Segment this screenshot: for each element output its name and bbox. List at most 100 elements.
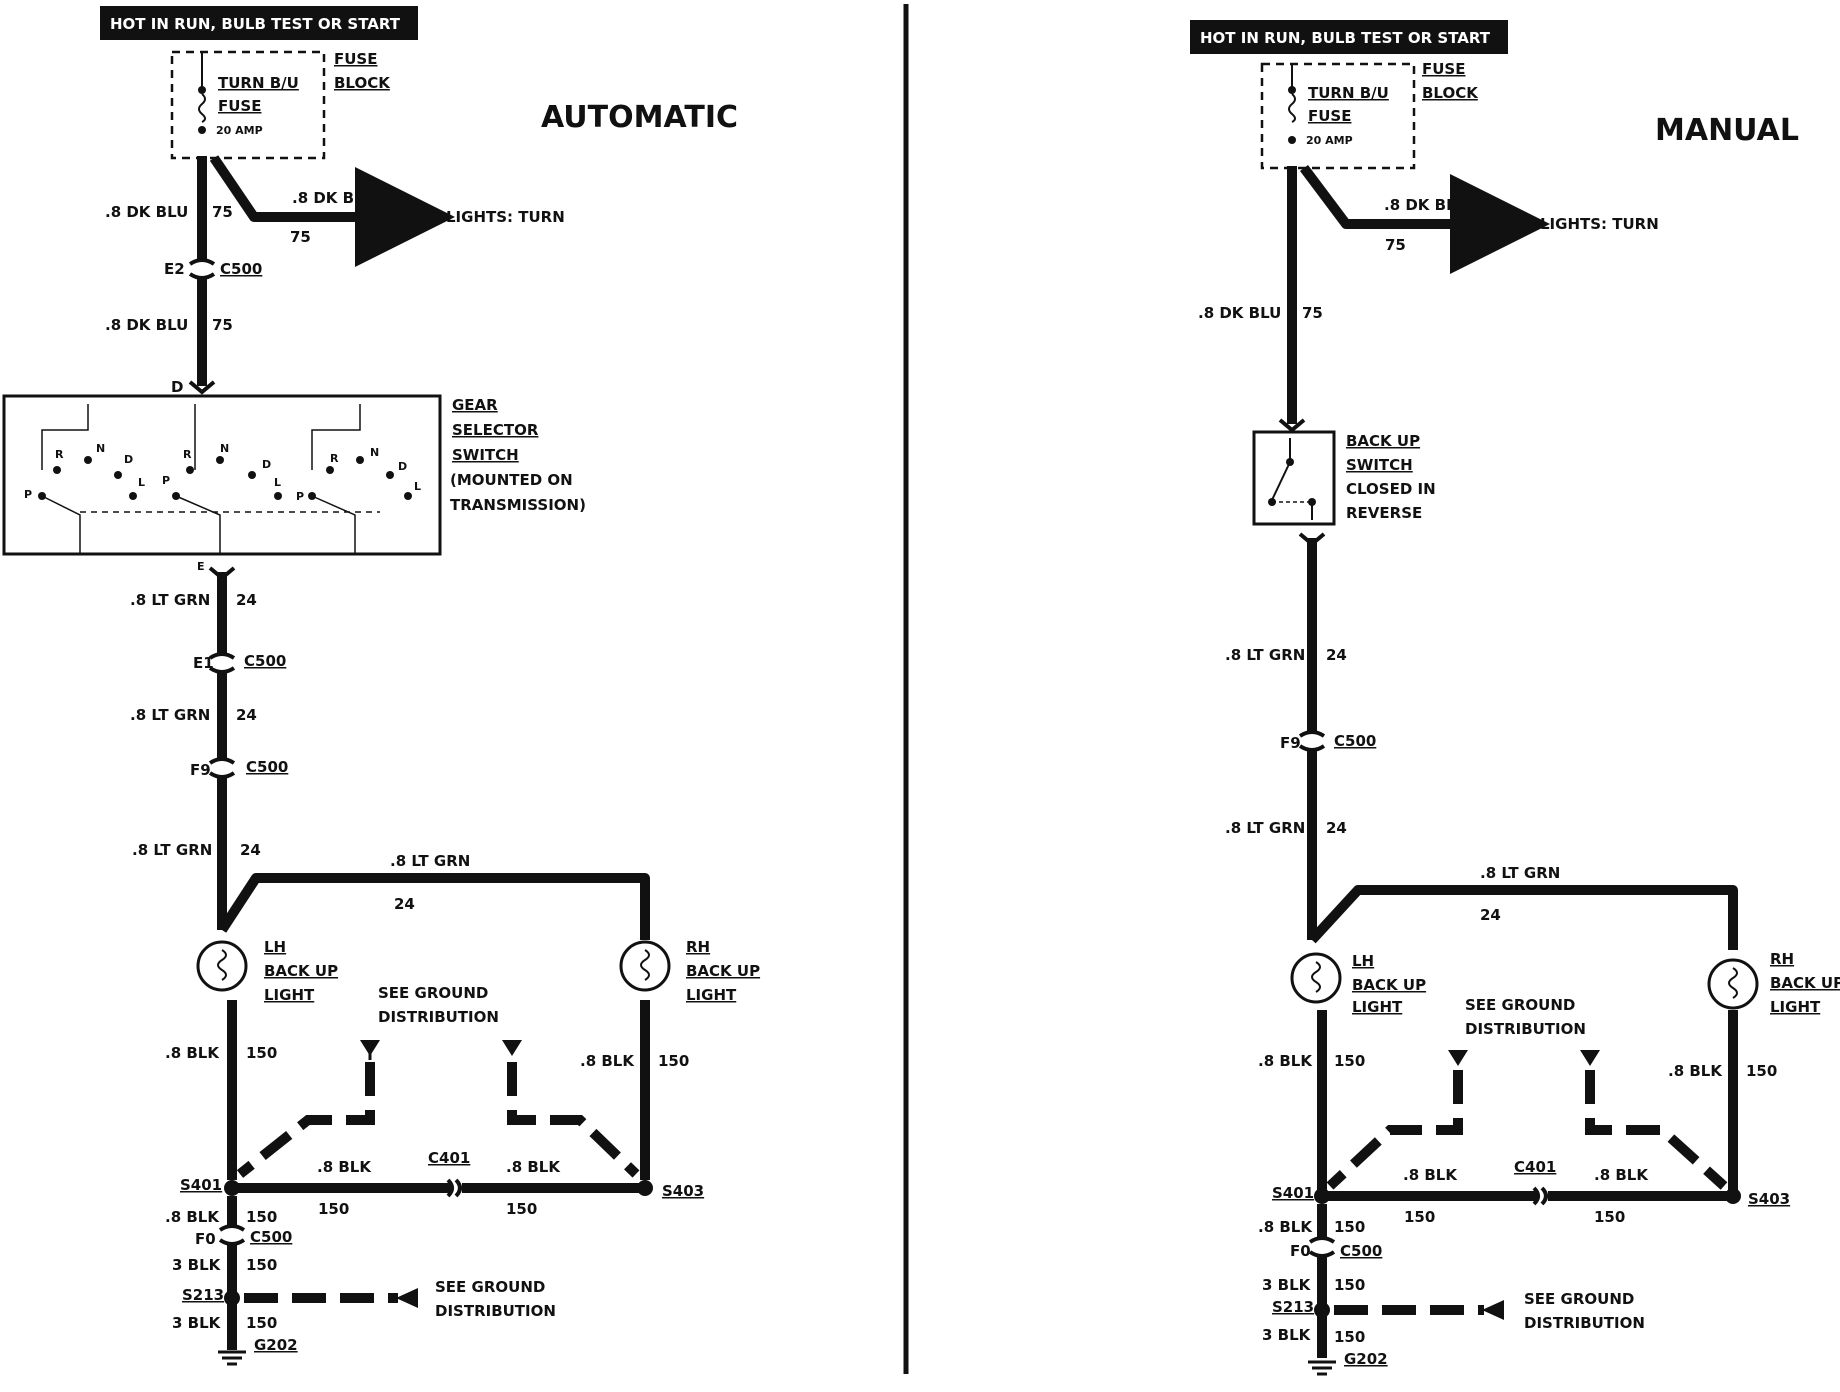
circuit-number: 150 xyxy=(1594,1208,1625,1226)
power-label: HOT IN RUN, BULB TEST OR START xyxy=(1200,29,1491,47)
lh-light-label: LIGHT xyxy=(1352,998,1403,1016)
wire-label: .8 BLK xyxy=(165,1208,220,1226)
pin-label: F0 xyxy=(195,1230,216,1248)
circuit-number: 150 xyxy=(506,1200,537,1218)
gear-pos-label: N xyxy=(370,446,379,459)
rh-backup-light-bulb-icon xyxy=(1707,958,1759,1010)
lights-turn-label: LIGHTS: TURN xyxy=(446,208,565,226)
rh-light-label: LIGHT xyxy=(1770,998,1821,1016)
rh-light-label: BACK UP xyxy=(1770,974,1840,992)
fuse-block-label-2: BLOCK xyxy=(1422,84,1479,102)
lh-light-label: LIGHT xyxy=(264,986,315,1004)
connector-label: C500 xyxy=(1340,1242,1382,1260)
wire-label: .8 DK BLU xyxy=(292,189,375,207)
circuit-number: 150 xyxy=(1334,1328,1365,1346)
gear-switch-label: (MOUNTED ON xyxy=(450,471,573,489)
circuit-number: 150 xyxy=(318,1200,349,1218)
wire-label: .8 LT GRN xyxy=(1225,646,1305,664)
gear-switch-label: SWITCH xyxy=(452,446,519,464)
gear-pos-label: R xyxy=(183,448,192,461)
splice-label: S401 xyxy=(1272,1184,1314,1202)
fuse-block-label: FUSE xyxy=(1422,60,1465,78)
wire-label: .8 DK BLU xyxy=(1384,196,1467,214)
connector-label: C500 xyxy=(244,652,286,670)
fuse-block-label: FUSE xyxy=(334,50,377,68)
fuse-block xyxy=(170,50,326,160)
fuse-rating: 20 AMP xyxy=(216,124,263,137)
ground-icon xyxy=(218,1350,246,1366)
gear-pos-label: P xyxy=(296,490,304,503)
rh-light-label: RH xyxy=(1770,950,1794,968)
splice-label: S213 xyxy=(182,1286,224,1304)
connector-label: C500 xyxy=(250,1228,292,1246)
connector-label: C401 xyxy=(428,1149,470,1167)
see-ground-label: DISTRIBUTION xyxy=(435,1302,556,1320)
pin-label: F0 xyxy=(1290,1242,1311,1260)
wire-label: .8 DK BLU xyxy=(105,203,188,221)
circuit-number: 150 xyxy=(1404,1208,1435,1226)
wire-label: .8 BLK xyxy=(1594,1166,1649,1184)
circuit-number: 150 xyxy=(246,1044,277,1062)
fuse-name-2: FUSE xyxy=(1308,107,1351,125)
circuit-number: 150 xyxy=(246,1256,277,1274)
diagram-title: MANUAL xyxy=(1655,113,1799,148)
power-banner xyxy=(100,6,418,40)
circuit-number: 75 xyxy=(290,228,311,246)
backup-switch-label: CLOSED IN xyxy=(1346,480,1436,498)
diagram-title: AUTOMATIC xyxy=(541,100,738,135)
see-ground-label: DISTRIBUTION xyxy=(378,1008,499,1026)
backup-switch-label: BACK UP xyxy=(1346,432,1420,450)
circuit-number: 75 xyxy=(1385,236,1406,254)
lh-light-label: LH xyxy=(264,938,286,956)
splice-label: S403 xyxy=(662,1182,704,1200)
circuit-number: 150 xyxy=(1334,1276,1365,1294)
fuse-block xyxy=(1260,62,1416,170)
gear-switch-label: SELECTOR xyxy=(452,421,539,439)
wire-label: 3 BLK xyxy=(172,1314,222,1332)
wire-label: .8 BLK xyxy=(1258,1052,1313,1070)
power-label: HOT IN RUN, BULB TEST OR START xyxy=(110,15,401,33)
wire-label: .8 LT GRN xyxy=(130,706,210,724)
power-banner xyxy=(1190,20,1508,54)
switch-contacts xyxy=(41,404,380,554)
gear-pos-label: N xyxy=(96,442,105,455)
fuse-block-label-2: BLOCK xyxy=(334,74,391,92)
circuit-number: 24 xyxy=(1480,906,1501,924)
wire-label: .8 LT GRN xyxy=(132,841,212,859)
gear-pos-label: P xyxy=(162,474,170,487)
circuit-number: 24 xyxy=(236,706,257,724)
circuit-number: 150 xyxy=(658,1052,689,1070)
automatic-diagram: HOT IN RUN, BULB TEST OR START AUTOMATIC… xyxy=(2,6,760,1366)
wire-label: .8 BLK xyxy=(1403,1166,1458,1184)
pin-label: F9 xyxy=(190,761,211,779)
backup-switch-label: SWITCH xyxy=(1346,456,1413,474)
circuit-number: 150 xyxy=(246,1208,277,1226)
lh-backup-light-bulb-icon xyxy=(196,940,248,992)
rh-light-label: BACK UP xyxy=(686,962,760,980)
splice-label: S401 xyxy=(180,1176,222,1194)
switch-terminals xyxy=(38,456,412,500)
backup-switch-label: REVERSE xyxy=(1346,504,1422,522)
pin-label: D xyxy=(171,378,183,396)
circuit-number: 150 xyxy=(246,1314,277,1332)
circuit-number: 75 xyxy=(212,203,233,221)
wire-label: .8 BLK xyxy=(165,1044,220,1062)
gear-pos-label: R xyxy=(330,452,339,465)
gear-switch-label: GEAR xyxy=(452,396,498,414)
wire-label: .8 BLK xyxy=(506,1158,561,1176)
see-ground-label: DISTRIBUTION xyxy=(1465,1020,1586,1038)
gear-pos-label: P xyxy=(24,488,32,501)
rh-light-label: LIGHT xyxy=(686,986,737,1004)
circuit-number: 24 xyxy=(240,841,261,859)
lh-light-label: LH xyxy=(1352,952,1374,970)
backup-switch xyxy=(1252,430,1336,526)
splice-label: S403 xyxy=(1748,1190,1790,1208)
wire-label: .8 BLK xyxy=(317,1158,372,1176)
wire-label: .8 BLK xyxy=(1668,1062,1723,1080)
wire-label: .8 LT GRN xyxy=(1480,864,1560,882)
circuit-number: 75 xyxy=(1302,304,1323,322)
lh-backup-light-bulb-icon xyxy=(1290,952,1342,1004)
fuse-symbol-icon xyxy=(198,93,206,123)
wire-label: 3 BLK xyxy=(1262,1326,1312,1344)
